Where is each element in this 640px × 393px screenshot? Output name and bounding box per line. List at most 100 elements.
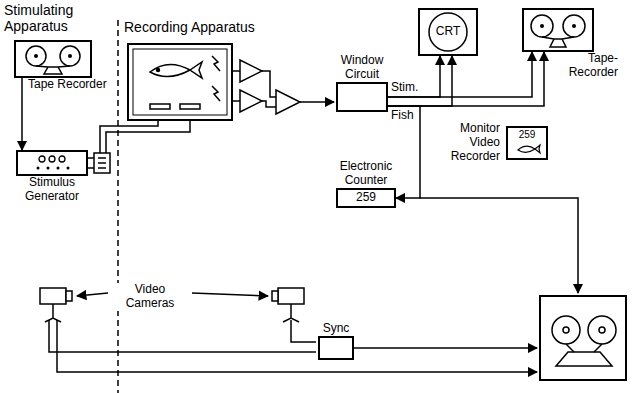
crt-display-icon bbox=[429, 13, 467, 51]
window-circuit-node: Window Circuit bbox=[336, 54, 388, 112]
tape-recorder-icon bbox=[572, 24, 576, 28]
stimulus-generator-icon bbox=[57, 167, 60, 170]
camera-wire bbox=[291, 320, 316, 342]
video-monitor: 259 bbox=[506, 126, 548, 160]
fish-tank bbox=[180, 104, 200, 109]
node-label: Monitor Video Recorder bbox=[440, 122, 500, 163]
stimulus-connector bbox=[98, 158, 106, 168]
video-camera bbox=[45, 304, 61, 322]
signal-wire bbox=[388, 52, 532, 97]
amplifier-symbol bbox=[232, 60, 334, 114]
tape-recorder-icon bbox=[34, 54, 38, 58]
divider-line bbox=[117, 20, 119, 393]
tape-recorder-icon bbox=[540, 24, 544, 28]
stimulus-generator-icon bbox=[39, 156, 45, 162]
stimulus-connector bbox=[88, 158, 94, 168]
video-camera bbox=[66, 291, 72, 301]
stimulus-generator bbox=[16, 150, 88, 176]
camera-wire bbox=[354, 347, 537, 349]
signal-wire bbox=[388, 56, 440, 97]
video-monitor-icon bbox=[518, 145, 540, 153]
fish-figure bbox=[157, 69, 160, 72]
fish-tank bbox=[150, 104, 170, 109]
section-heading: Recording Apparatus bbox=[124, 19, 255, 35]
amplifier-symbol bbox=[262, 71, 276, 107]
video-camera bbox=[283, 304, 299, 322]
tape-recorder-icon bbox=[60, 46, 80, 66]
discharge-mark bbox=[212, 56, 220, 71]
amplifier-symbol bbox=[240, 90, 262, 112]
tape-recorder-icon bbox=[36, 66, 70, 74]
amplifier-symbol bbox=[300, 101, 334, 103]
stimulus-connector bbox=[88, 120, 190, 173]
tape-recorder-icon bbox=[26, 46, 46, 66]
fish-tank bbox=[128, 44, 232, 120]
tape-recorder-icon bbox=[542, 37, 574, 47]
box-text: 259 bbox=[356, 191, 376, 205]
amplifier-symbol bbox=[240, 60, 262, 82]
node-label: Tape-Recorder bbox=[522, 52, 618, 80]
box-text: CRT bbox=[436, 25, 460, 39]
stimulus-generator-icon bbox=[49, 156, 55, 162]
camera-wire bbox=[49, 320, 537, 372]
stimulus-generator-icon bbox=[18, 152, 86, 174]
video-recorder bbox=[540, 296, 626, 380]
signal-wire bbox=[388, 106, 420, 198]
node-label: Electronic Counter bbox=[336, 160, 396, 188]
camera-wire bbox=[57, 320, 537, 372]
video-monitor-node: Monitor Video Recorder 259 bbox=[440, 122, 548, 163]
stimulus-connector bbox=[94, 153, 110, 173]
leader-arrow bbox=[77, 293, 108, 296]
video-recorder bbox=[599, 327, 605, 333]
camera-label: Video Cameras bbox=[112, 283, 188, 311]
divider-line bbox=[117, 20, 119, 393]
fish-figure bbox=[150, 64, 190, 76]
stimulus-generator-icon bbox=[47, 167, 50, 170]
video-camera bbox=[272, 291, 278, 301]
counter-output-wire bbox=[420, 198, 578, 293]
signal-name: Stim. bbox=[391, 81, 418, 95]
video-recorder bbox=[563, 327, 569, 333]
node-label: Tape Recorder bbox=[14, 78, 110, 92]
camera-wire bbox=[49, 320, 316, 352]
tape-recorder-icon bbox=[531, 15, 553, 37]
video-recorder bbox=[540, 296, 626, 380]
stimulus-generator-icon bbox=[59, 156, 65, 162]
video-recorder bbox=[556, 352, 612, 366]
tape-recorder-icon bbox=[524, 10, 592, 50]
stimulus-generator-icon bbox=[67, 167, 70, 170]
node-label: Stimulus Generator bbox=[16, 176, 88, 204]
window-circuit bbox=[336, 82, 388, 112]
tape-recorder bbox=[522, 8, 594, 52]
amplifier-symbol bbox=[276, 90, 300, 114]
video-recorder bbox=[588, 316, 616, 344]
tape-recorder-icon bbox=[68, 54, 72, 58]
crt-display: CRT bbox=[418, 8, 478, 56]
stimulus-generator-node: Stimulus Generator bbox=[16, 150, 88, 204]
tape-recorder-icon bbox=[563, 15, 585, 37]
fish-figure bbox=[150, 62, 202, 78]
tape-recorder-node: Tape Recorder bbox=[14, 40, 110, 92]
discharge-mark bbox=[212, 56, 220, 101]
leader-arrow bbox=[192, 293, 268, 296]
box-text: 259 bbox=[519, 129, 536, 141]
amplifier-symbol bbox=[232, 71, 240, 101]
discharge-mark bbox=[212, 86, 220, 101]
node-label: Sync bbox=[323, 322, 350, 336]
stimulus-connector bbox=[100, 120, 190, 153]
tape-recorder bbox=[14, 40, 92, 78]
counter-output-wire bbox=[420, 198, 578, 293]
video-recorder bbox=[552, 316, 580, 344]
node-label: Window Circuit bbox=[336, 54, 388, 82]
video-camera bbox=[278, 288, 304, 304]
counter-box: 259 bbox=[336, 188, 396, 208]
crt-display-node: CRT bbox=[418, 8, 478, 56]
tape-recorder-icon bbox=[16, 42, 90, 76]
section-heading: Stimulating Apparatus bbox=[4, 2, 104, 34]
sync-box-node: Sync bbox=[318, 322, 354, 360]
video-camera bbox=[40, 288, 66, 304]
stimulus-generator-icon bbox=[37, 167, 40, 170]
counter-box-node: Electronic Counter 259 bbox=[336, 160, 396, 208]
